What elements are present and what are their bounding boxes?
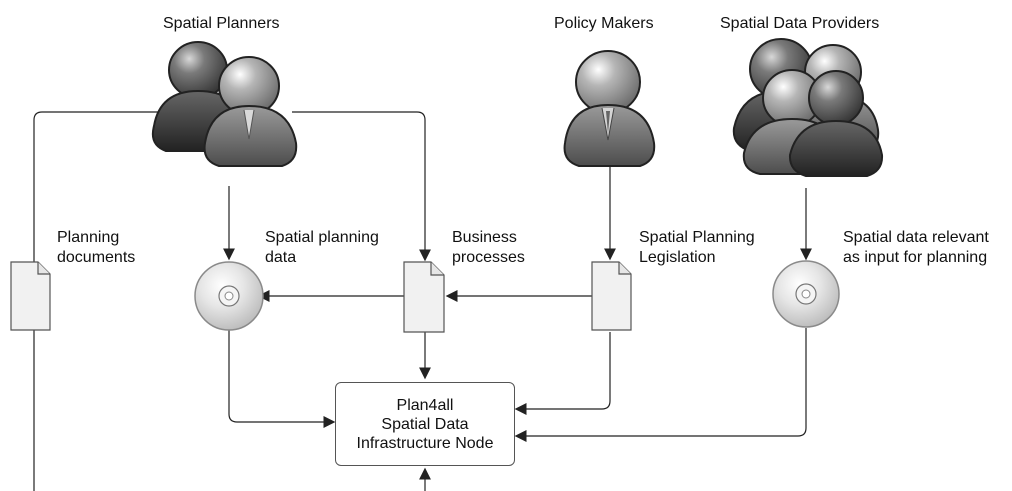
business-processes-label: Business processes — [452, 228, 562, 268]
policy-makers-label: Policy Makers — [554, 15, 654, 32]
business-processes-line-1: Business — [452, 229, 517, 246]
planning-documents-label: Planning documents — [57, 228, 177, 268]
plan4all-sdi-node-box: Plan4all Spatial Data Infrastructure Nod… — [335, 382, 515, 466]
planning-documents-line-2: documents — [57, 249, 136, 266]
person-icon — [788, 70, 884, 177]
planners-right-flow-line — [292, 111, 431, 262]
provider-data-disc-icon — [772, 260, 840, 328]
policy-maker-person-icon — [563, 50, 656, 167]
spatial-planning-legislation-document-icon — [591, 261, 632, 331]
business-processes-document-icon — [403, 261, 445, 333]
spatial-planners-label: Spatial Planners — [163, 15, 280, 32]
spatial-planning-data-disc-icon — [194, 261, 264, 331]
node-title-line-3: Infrastructure Node — [356, 434, 494, 452]
spatial-data-relevant-label: Spatial data relevant as input for plann… — [843, 228, 1012, 268]
node-title-line-1: Plan4all — [396, 396, 454, 414]
spatial-data-to-node-line — [228, 328, 336, 428]
spatial-planning-data-line-2: data — [265, 249, 297, 266]
spatial-data-providers-label: Spatial Data Providers — [720, 15, 880, 32]
spatial-planning-legislation-line-2: Legislation — [639, 249, 716, 266]
spatial-planning-data-label: Spatial planning data — [265, 228, 415, 268]
spatial-planning-legislation-line-1: Spatial Planning — [639, 229, 755, 246]
spatial-data-relevant-line-2: as input for planning — [843, 249, 988, 266]
planning-documents-line-1: Planning — [57, 229, 120, 246]
spatial-data-providers-people-icon — [732, 38, 884, 177]
spatial-planning-data-line-1: Spatial planning — [265, 229, 379, 246]
person-icon — [203, 56, 298, 167]
node-title-line-2: Spatial Data — [381, 415, 469, 433]
spatial-planning-legislation-label: Spatial Planning Legislation — [639, 228, 789, 268]
provider-disc-to-node-line — [514, 328, 807, 442]
spatial-data-relevant-line-1: Spatial data relevant — [843, 229, 989, 246]
planning-documents-document-icon — [10, 261, 51, 331]
spatial-planners-people-icon — [151, 41, 298, 167]
legislation-to-node-line — [514, 332, 611, 415]
planners-left-flow-line — [33, 111, 165, 262]
business-processes-line-2: processes — [452, 249, 525, 266]
